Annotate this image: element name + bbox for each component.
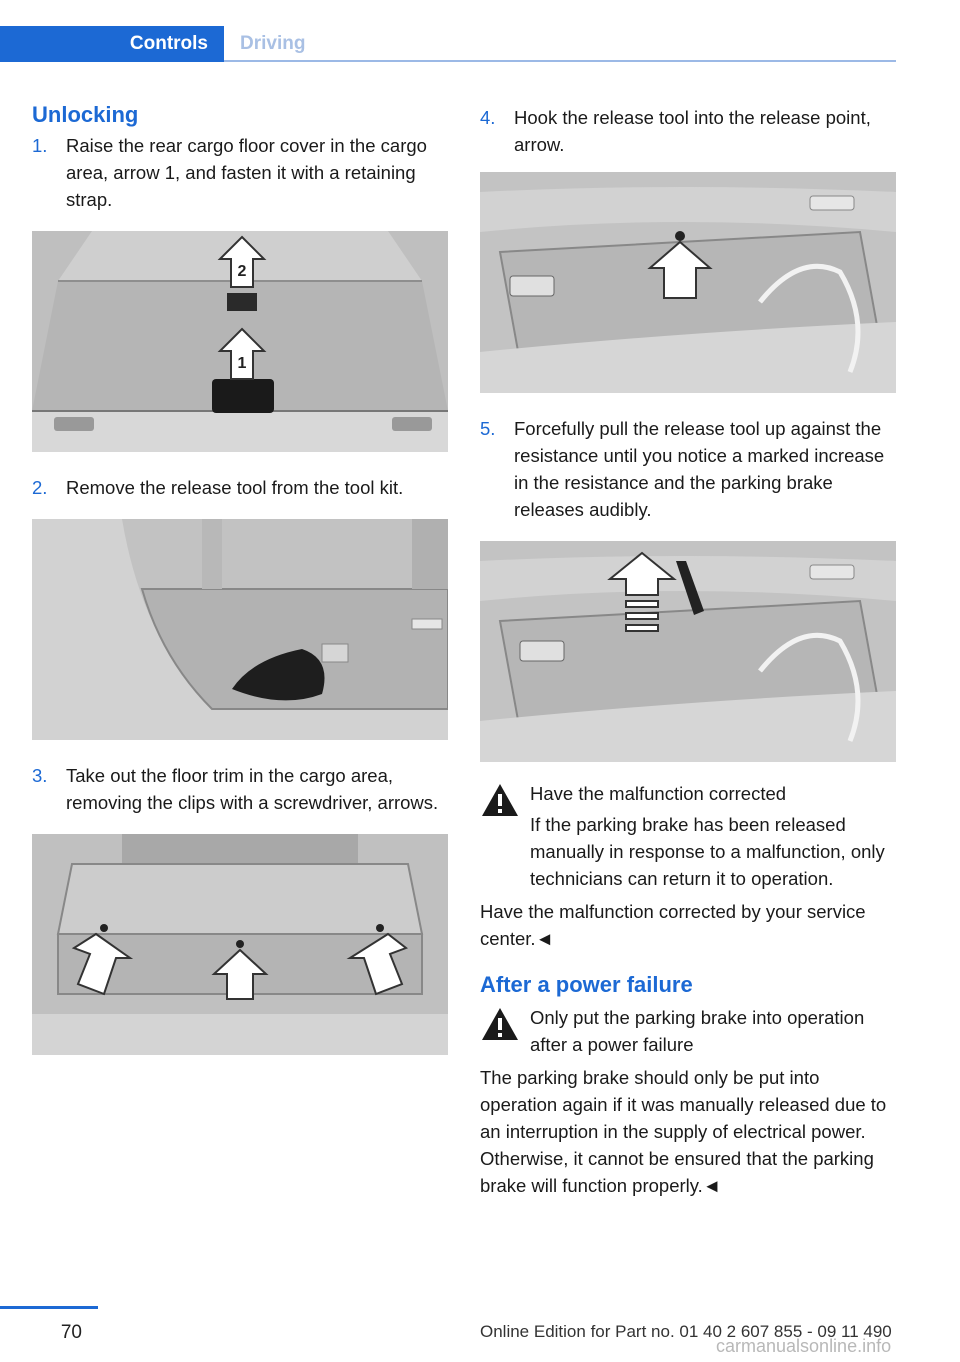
- step-text: Raise the rear cargo floor cover in the …: [66, 135, 427, 210]
- step-number: 4.: [480, 107, 496, 128]
- warning-triangle-icon: [482, 1008, 518, 1040]
- pull-release-tool-illustration: [480, 541, 896, 762]
- arrow-right-clip: [346, 932, 409, 996]
- release-point-illustration: [480, 172, 896, 393]
- arrow-1: [217, 327, 267, 380]
- step-number: 2.: [32, 477, 48, 498]
- warning-body: If the parking brake has been released m…: [530, 814, 885, 889]
- footer-rule: [0, 1306, 98, 1309]
- warning-malfunction-body: If the parking brake has been released m…: [480, 811, 896, 892]
- tool-kit-bag: [232, 649, 325, 701]
- warning-malfunction: Have the malfunction corrected: [480, 780, 896, 816]
- warning-title: Only put the parking brake into operatio…: [530, 1007, 865, 1055]
- step-number: 5.: [480, 418, 496, 439]
- step-3: 3. Take out the floor trim in the cargo …: [32, 762, 448, 816]
- arrow-release-point: [647, 240, 713, 299]
- tab-driving[interactable]: Driving: [240, 33, 306, 54]
- tab-controls[interactable]: Controls: [0, 26, 224, 62]
- step-4: 4. Hook the release tool into the releas…: [480, 104, 896, 158]
- edition-text: Online Edition for Part no. 01 40 2 607 …: [480, 1322, 892, 1341]
- arrow-label-2: 2: [238, 263, 247, 280]
- figure-release-point: [480, 172, 896, 393]
- step-text: Forcefully pull the release tool up agai…: [514, 418, 885, 520]
- warning-body: The parking brake should only be put int…: [480, 1067, 887, 1196]
- warning-title: Have the malfunction corrected: [530, 783, 787, 804]
- arrow-pull-up: [607, 551, 677, 632]
- figure-cargo-floor-cover: 2 1: [32, 231, 448, 452]
- arrow-left-clip: [71, 932, 134, 996]
- header-tabs: Controls Driving: [0, 0, 960, 62]
- step-number: 3.: [32, 765, 48, 786]
- figure-pull-release-tool: [480, 541, 896, 762]
- figure-tool-kit: [32, 519, 448, 740]
- page-number: 70: [60, 1322, 82, 1343]
- release-tool: [676, 561, 704, 615]
- arrow-center-clip: [211, 948, 269, 1000]
- watermark: carmanualsonline.info: [716, 1336, 892, 1356]
- floor-trim-illustration: [32, 834, 448, 1055]
- warning-extra: Have the malfunction corrected by your s…: [480, 901, 866, 949]
- step-text: Take out the floor trim in the cargo are…: [66, 765, 439, 813]
- step-5: 5. Forcefully pull the release tool up a…: [480, 415, 896, 523]
- right-column: 4. Hook the release tool into the releas…: [480, 100, 896, 1199]
- step-text: Hook the release tool into the release p…: [514, 107, 871, 155]
- warning-triangle-icon: [482, 784, 518, 816]
- warning-power-failure: Only put the parking brake into operatio…: [480, 1004, 896, 1058]
- left-column: Unlocking 1. Raise the rear cargo floor …: [32, 100, 448, 1055]
- cargo-floor-illustration: 2 1: [32, 231, 448, 452]
- header-rule: [224, 60, 896, 62]
- figure-floor-trim-clips: [32, 834, 448, 1055]
- step-number: 1.: [32, 135, 48, 156]
- arrow-2: [217, 235, 267, 288]
- section-heading-power-failure: After a power failure: [480, 972, 693, 997]
- step-1: 1. Raise the rear cargo floor cover in t…: [32, 132, 448, 213]
- tool-kit-illustration: [32, 519, 448, 740]
- step-text: Remove the release tool from the tool ki…: [66, 477, 404, 498]
- arrow-label-1: 1: [238, 355, 247, 372]
- step-2: 2. Remove the release tool from the tool…: [32, 474, 448, 501]
- section-heading-unlocking: Unlocking: [32, 102, 139, 127]
